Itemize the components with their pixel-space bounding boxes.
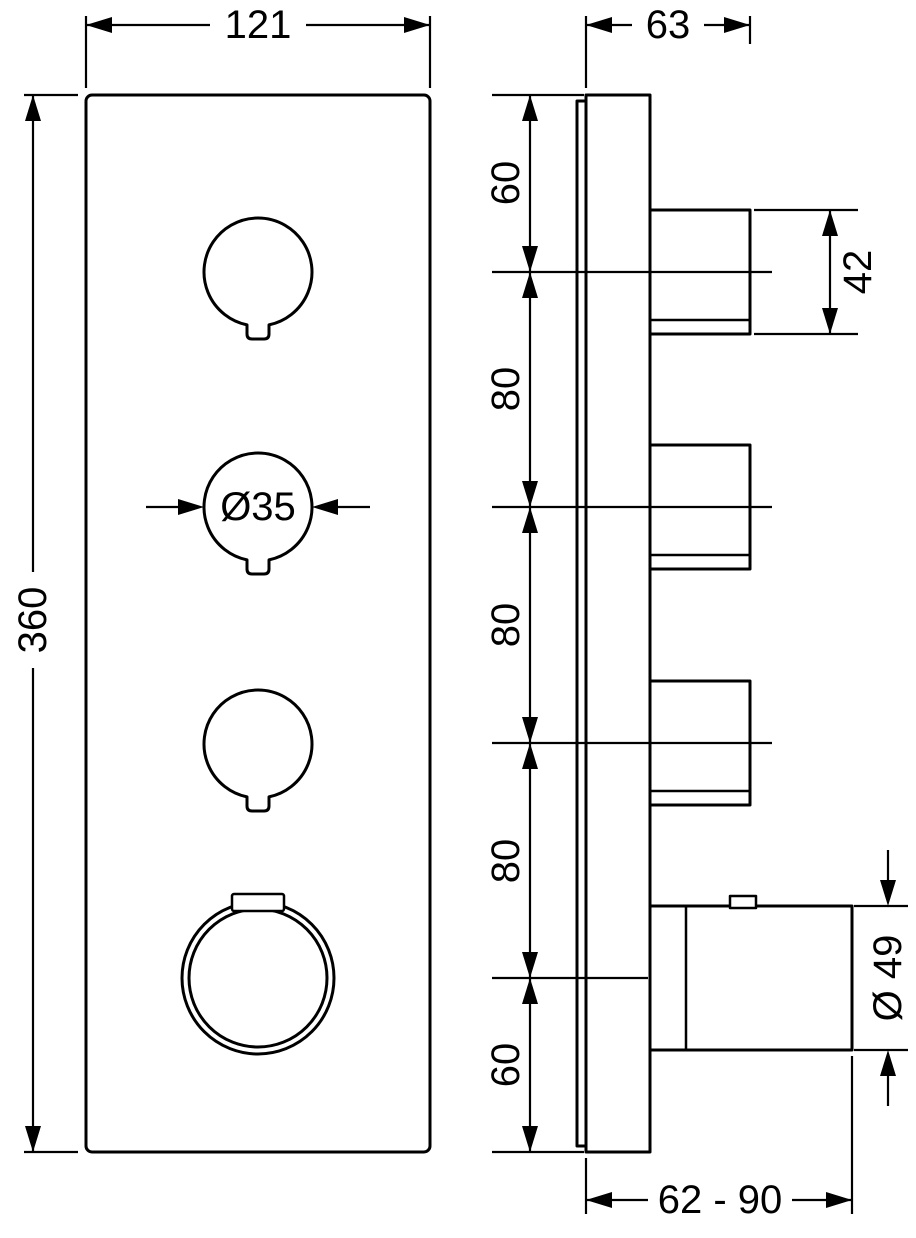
side-plate-body: [584, 93, 652, 1154]
dim-label-knob-diameter: Ø35: [220, 485, 296, 529]
side-view: [575, 93, 854, 1154]
dim-label-spacing: 80: [484, 603, 528, 648]
front-plate-outline: [84, 93, 432, 1154]
dim-front-width: 121: [84, 3, 432, 88]
arrowhead-down: [25, 1126, 41, 1152]
dim-label-spacing: 60: [484, 1043, 528, 1088]
arrowhead-up: [25, 95, 41, 121]
dim-label-thermostat-diameter: Ø 49: [866, 935, 910, 1022]
arrowhead-left: [586, 17, 612, 33]
dim-valve-module-height: 42: [754, 208, 880, 336]
select-knob-bottom: [202, 688, 314, 813]
select-knob-middle: [202, 451, 314, 576]
dim-label-installation-depth: 62 - 90: [658, 1178, 783, 1222]
arrowhead-up: [522, 95, 538, 121]
dim-label-depth: 63: [646, 3, 691, 47]
thermostat-knob-grip-tab: [230, 892, 286, 913]
arrowhead-down: [822, 308, 838, 334]
arrowhead-right: [826, 1192, 852, 1208]
dim-installation-depth: 62 - 90: [584, 1056, 854, 1222]
dim-label-spacing: 80: [484, 367, 528, 412]
dim-front-height: 360: [11, 93, 78, 1154]
arrowhead-down: [522, 481, 538, 507]
arrowhead-down: [522, 952, 538, 978]
thermostat-knob: [180, 892, 336, 1056]
arrowhead-up: [522, 507, 538, 533]
select-knob-top: [202, 216, 314, 341]
arrowhead-up: [522, 743, 538, 769]
arrowhead-down: [522, 717, 538, 743]
arrowhead-down: [880, 880, 896, 906]
arrowhead-left: [586, 1192, 612, 1208]
arrowhead-right: [404, 17, 430, 33]
arrowhead-right: [178, 499, 204, 515]
arrowhead-left: [86, 17, 112, 33]
arrowhead-down: [522, 1126, 538, 1152]
dim-label-spacing: 80: [484, 839, 528, 884]
dim-label-module-height: 42: [836, 250, 880, 295]
thermostat-handle-body: [648, 904, 854, 1052]
thermostat-handle-grip-tab: [728, 894, 758, 910]
dim-label-height: 360: [11, 587, 55, 654]
arrowhead-up: [880, 1050, 896, 1076]
dim-side-depth: 63: [584, 3, 752, 88]
dim-thermostat-diameter: Ø 49: [854, 850, 910, 1106]
dim-label-spacing: 60: [484, 161, 528, 206]
arrowhead-up: [522, 272, 538, 298]
side-wall-flange: [575, 99, 588, 1148]
front-view: [84, 93, 432, 1154]
dim-label-width: 121: [225, 3, 292, 47]
arrowhead-up: [522, 978, 538, 1004]
arrowhead-up: [822, 210, 838, 236]
dim-spacing-chain: 60 80 80 80 60: [484, 93, 772, 1154]
side-thermostat-handle: [648, 894, 854, 1052]
thermostat-knob-inner: [187, 907, 329, 1049]
arrowhead-left: [312, 499, 338, 515]
dim-knob-diameter: Ø35: [146, 485, 370, 529]
arrowhead-down: [522, 246, 538, 272]
arrowhead-right: [724, 17, 750, 33]
